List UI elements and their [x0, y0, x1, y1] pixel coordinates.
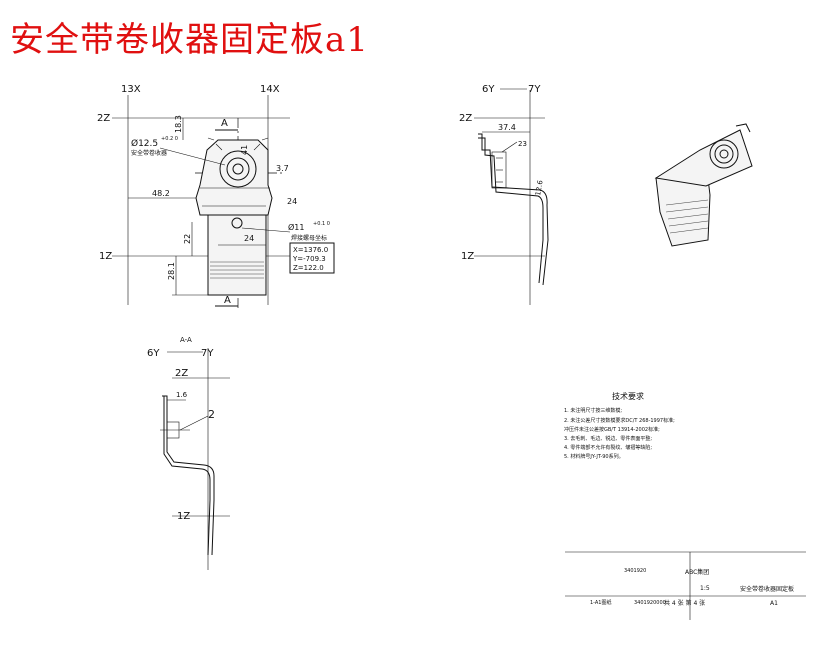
- dim-23: 23: [518, 140, 527, 148]
- technical-notes: 技术要求 1. 未注明尺寸按三维数模; 2. 未注公差尺寸按数模要求DC/T 2…: [564, 391, 675, 460]
- tb-rev: A1: [770, 600, 778, 607]
- tb-sheet-info: 共 4 张 第 4 张: [664, 599, 705, 607]
- tb-org: ABC集团: [685, 568, 709, 576]
- section-profile: [164, 395, 215, 556]
- dim-37: 3.7: [276, 164, 289, 173]
- coord-box: [289, 242, 335, 274]
- front-grid-left: 13X: [121, 84, 141, 95]
- front-view: 13X 14X 2Z 1Z A A 18.3 41 Ø1: [97, 84, 335, 310]
- notes-line-4: 3. 去毛刺、毛边、锐边、零件表面平整;: [564, 435, 652, 442]
- side-grid-top: 2Z: [459, 113, 472, 124]
- spool-outer: [219, 150, 257, 188]
- notes-line-3: 冲压件未注公差按GB/T 13914-2002标准;: [564, 426, 660, 433]
- mounting-plate: [207, 214, 267, 296]
- front-grid-bottom: 1Z: [99, 251, 112, 262]
- small-hole: [231, 217, 243, 229]
- tb-code-bottom-left: 1-A1图纸: [590, 599, 611, 606]
- dim-hole-dia: Ø12.5: [131, 138, 158, 149]
- drawing-title: 安全带卷收器固定板a1: [10, 20, 369, 60]
- side-grid-right: 7Y: [528, 84, 541, 95]
- tb-part-name: 安全带卷收器固定板: [740, 585, 794, 593]
- section-balloon: 2: [208, 408, 215, 421]
- tb-scale: 1:5: [700, 585, 710, 592]
- section-mark-bottom: A: [224, 295, 231, 306]
- coord-z: Z=122.0: [293, 264, 324, 272]
- side-view: 6Y 7Y 2Z 1Z 37.4 23 12.6: [459, 84, 549, 305]
- section-view: A-A 6Y 7Y 2Z 1Z 1.6 2: [147, 336, 230, 570]
- section-grid-top: 2Z: [175, 368, 188, 379]
- section-mark-top: A: [221, 118, 228, 129]
- dim-41: 41: [240, 145, 249, 155]
- notes-line-5: 4. 零件端部不允许有裂纹、皱褶等缺陷;: [564, 444, 652, 451]
- tb-code-bottom-mid: 3401920000: [634, 600, 666, 606]
- tb-code-left: 3401920: [624, 568, 646, 574]
- section-label: A-A: [180, 336, 192, 344]
- dim-24b: 24: [244, 234, 254, 243]
- coord-label: 焊接螺母坐标: [291, 234, 327, 242]
- side-grid-left: 6Y: [482, 84, 495, 95]
- notes-line-1: 1. 未注明尺寸按三维数模;: [564, 407, 622, 414]
- dim-281: 28.1: [167, 262, 176, 280]
- dim-22: 22: [183, 234, 192, 244]
- notes-heading: 技术要求: [612, 391, 644, 401]
- dim-top: 18.3: [174, 115, 183, 133]
- dim-small-hole: Ø11: [288, 222, 304, 232]
- side-profile: [478, 133, 549, 286]
- hole-note: 安全带卷收器: [131, 149, 167, 157]
- dim-126: 12.6: [534, 179, 545, 196]
- isometric-view: [654, 123, 753, 247]
- coord-x: X=1376.0: [293, 246, 328, 254]
- notes-line-2: 2. 未注公差尺寸按数模要求DC/T 268-1997标准;: [564, 417, 675, 424]
- section-grid-right: 7Y: [201, 348, 214, 359]
- dim-hole-tol: +0.2 0: [161, 136, 178, 142]
- front-grid-top: 2Z: [97, 113, 110, 124]
- section-grid-left: 6Y: [147, 348, 160, 359]
- dim-48: 48.2: [152, 189, 170, 198]
- title-block: 3401920 ABC集团 1:5 安全带卷收器固定板 1-A1图纸 34019…: [565, 551, 806, 620]
- dim-24a: 24: [287, 197, 297, 206]
- dim-374: 37.4: [498, 123, 516, 132]
- small-hole-tol: +0.1 0: [313, 221, 330, 227]
- coord-y: Y=-709.3: [292, 255, 326, 263]
- notes-line-6: 5. 材料牌号JY-JT-90系列。: [564, 453, 624, 460]
- front-grid-right: 14X: [260, 84, 280, 95]
- section-grid-bottom: 1Z: [177, 511, 190, 522]
- side-grid-bottom: 1Z: [461, 251, 474, 262]
- dim-16: 1.6: [176, 391, 188, 399]
